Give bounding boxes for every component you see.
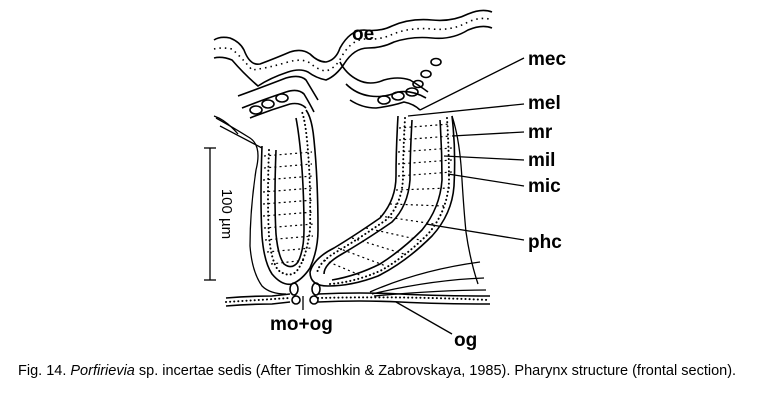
caption-fig-number: Fig. 14.: [18, 363, 67, 379]
label-mec: mec: [528, 49, 566, 70]
label-mil: mil: [528, 150, 555, 171]
label-oe: oe: [352, 24, 374, 45]
esophagus-junction: [237, 57, 442, 119]
scale-bar-label: 100 µm: [218, 189, 235, 239]
label-phc: phc: [528, 232, 562, 253]
ventral-body-wall: [225, 261, 491, 307]
label-mic: mic: [528, 176, 561, 197]
caption-text: sp. incertae sedis (After Timoshkin & Za…: [134, 363, 737, 379]
pharynx-diagram: 100 µm oe mec mel mr mil mic phc mo+og o…: [204, 9, 566, 350]
pharynx-left-wall: [260, 109, 319, 286]
label-mo-og: mo+og: [270, 314, 333, 335]
caption-genus: Porfirievia: [70, 363, 135, 379]
label-og: og: [454, 330, 477, 350]
figure-caption: Fig. 14. Porfirievia sp. incertae sedis …: [18, 362, 770, 381]
pharyngeal-cavity-outline: [213, 115, 479, 295]
scale-bar: 100 µm: [204, 147, 235, 281]
esophagus-epithelium: [213, 9, 493, 88]
label-mr: mr: [528, 122, 553, 143]
label-mel: mel: [528, 93, 561, 114]
pharynx-right-wall: [309, 115, 456, 287]
leader-lines: [302, 57, 525, 335]
